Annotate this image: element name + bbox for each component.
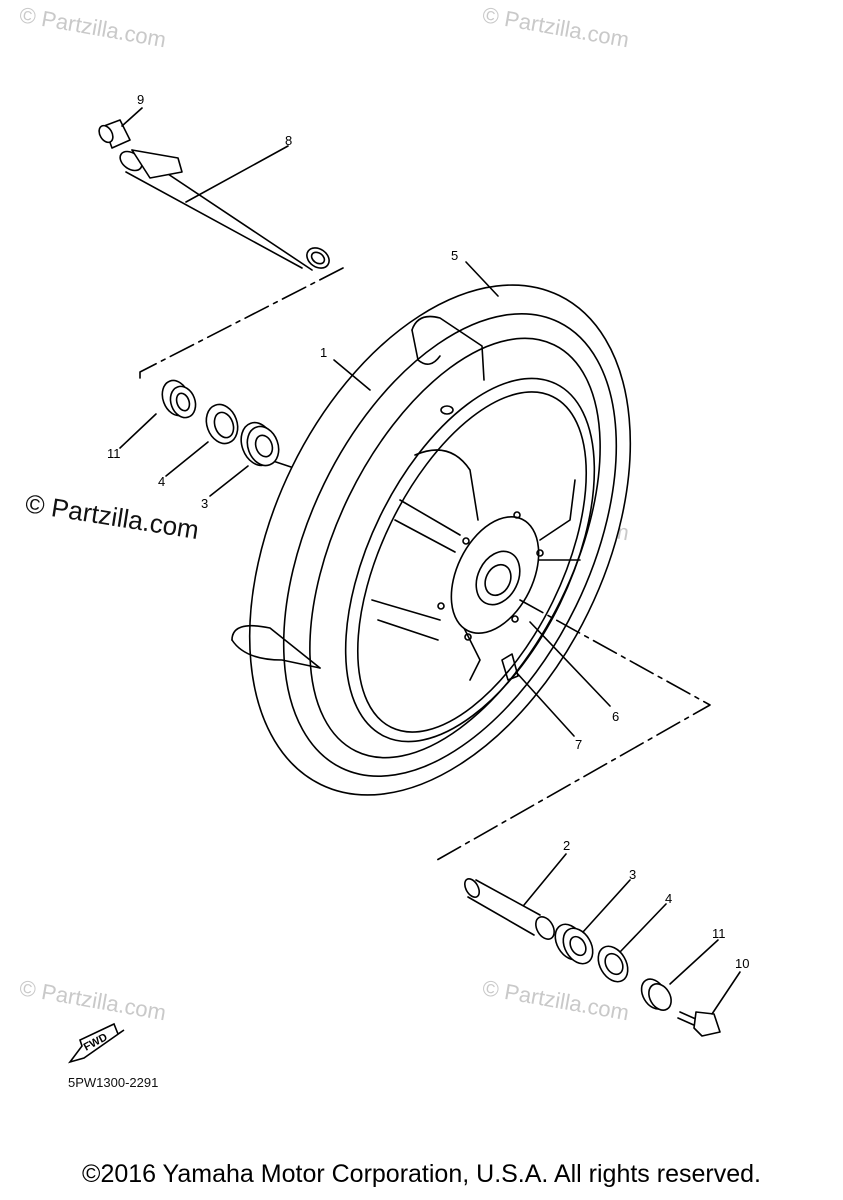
callout-4: 4: [665, 891, 672, 906]
diagram-code: 5PW1300-2291: [68, 1075, 159, 1090]
collar-drawing: [98, 119, 131, 149]
tire-drawing: [231, 284, 632, 796]
spacer-drawing: [463, 878, 555, 940]
callout-3: 3: [201, 496, 208, 511]
callout-5: 5: [451, 248, 458, 263]
callout-9: 9: [137, 92, 144, 107]
callout-2: 2: [563, 838, 570, 853]
callout-labels: 9 8 5 1 11 4 3 6 7 2 3 4 11 10: [107, 92, 749, 971]
bolt-drawing: [677, 1011, 721, 1037]
callout-7: 7: [575, 737, 582, 752]
oil-seal-drawing: [205, 403, 239, 445]
callout-8: 8: [285, 133, 292, 148]
oil-seal-drawing: [597, 945, 629, 983]
collar-drawing: [640, 978, 672, 1011]
callout-4: 4: [158, 474, 165, 489]
callout-3: 3: [629, 867, 636, 882]
axle-drawing: [119, 149, 330, 271]
callout-10: 10: [735, 956, 749, 971]
callout-11: 11: [712, 926, 726, 941]
fwd-arrow-icon: FWD: [67, 1022, 125, 1064]
bearing-drawing: [240, 421, 280, 467]
wheel-drawing: [344, 377, 596, 743]
bearing-drawing: [554, 923, 594, 965]
collar-drawing: [161, 379, 197, 419]
callout-1: 1: [320, 345, 327, 360]
callout-11: 11: [107, 446, 121, 461]
copyright-notice: ©2016 Yamaha Motor Corporation, U.S.A. A…: [82, 1160, 761, 1188]
callout-6: 6: [612, 709, 619, 724]
